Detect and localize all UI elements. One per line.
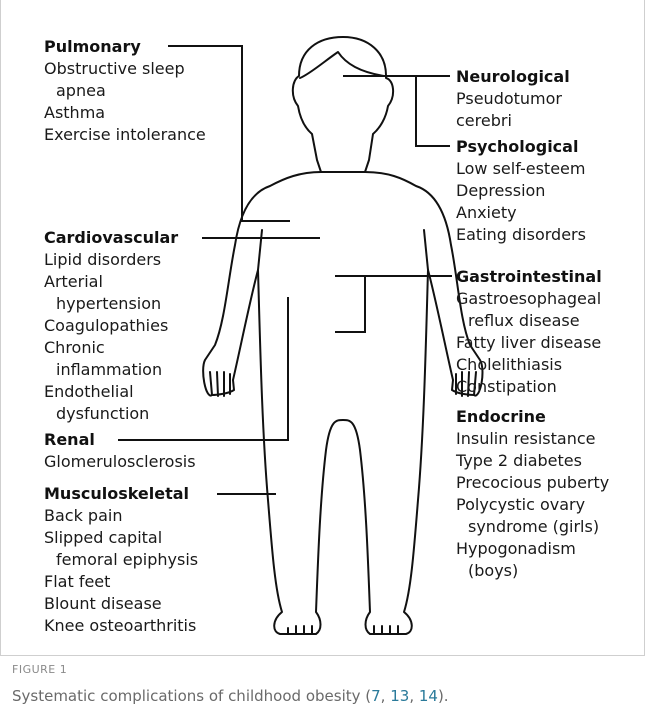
renal-heading: Renal [44, 429, 196, 451]
gastrointestinal-heading: Gastrointestinal [456, 266, 602, 288]
musculoskeletal-group: Musculoskeletal Back pain Slipped capita… [44, 483, 198, 637]
renal-item: Glomerulosclerosis [44, 451, 196, 473]
neurological-group: Neurological Pseudotumor cerebri [456, 66, 570, 132]
cardiovascular-item: dysfunction [44, 403, 178, 425]
caption-text-start: Systematic complications of childhood ob… [12, 687, 371, 705]
endocrine-item: syndrome (girls) [456, 516, 609, 538]
endocrine-group: Endocrine Insulin resistance Type 2 diab… [456, 406, 609, 582]
left-leg-outline [258, 270, 343, 634]
gastrointestinal-item: Constipation [456, 376, 602, 398]
neurological-heading: Neurological [456, 66, 570, 88]
pulmonary-item: Obstructive sleep [44, 58, 206, 80]
pulmonary-item: Asthma [44, 102, 206, 124]
left-inner-arm [258, 230, 262, 270]
gastrointestinal-item: Cholelithiasis [456, 354, 602, 376]
renal-group: Renal Glomerulosclerosis [44, 429, 196, 473]
neurological-item: cerebri [456, 110, 570, 132]
gastrointestinal-item: Gastroesophageal [456, 288, 602, 310]
right-leg-outline [343, 270, 428, 634]
psychological-connector [416, 76, 450, 146]
caption-separator: , [409, 687, 419, 705]
cardiovascular-item: Coagulopathies [44, 315, 178, 337]
musculoskeletal-heading: Musculoskeletal [44, 483, 198, 505]
cardiovascular-item: Endothelial [44, 381, 178, 403]
musculoskeletal-item: Flat feet [44, 571, 198, 593]
neurological-item: Pseudotumor [456, 88, 570, 110]
musculoskeletal-item: Back pain [44, 505, 198, 527]
hair-line [300, 52, 384, 78]
endocrine-item: Insulin resistance [456, 428, 609, 450]
endocrine-item: Polycystic ovary [456, 494, 609, 516]
pulmonary-group: Pulmonary Obstructive sleep apnea Asthma… [44, 36, 206, 146]
cardiovascular-item: Chronic [44, 337, 178, 359]
caption-text-end: ). [438, 687, 449, 705]
gastrointestinal-branch [335, 276, 365, 332]
endocrine-item: Type 2 diabetes [456, 450, 609, 472]
pulmonary-item: Exercise intolerance [44, 124, 206, 146]
cardiovascular-heading: Cardiovascular [44, 227, 178, 249]
endocrine-heading: Endocrine [456, 406, 609, 428]
musculoskeletal-item: femoral epiphysis [44, 549, 198, 571]
reference-link[interactable]: 14 [419, 687, 438, 705]
endocrine-item: Hypogonadism [456, 538, 609, 560]
endocrine-item: Precocious puberty [456, 472, 609, 494]
psychological-group: Psychological Low self-esteem Depression… [456, 136, 586, 246]
gastrointestinal-group: Gastrointestinal Gastroesophageal reflux… [456, 266, 602, 398]
pulmonary-heading: Pulmonary [44, 36, 206, 58]
caption-separator: , [381, 687, 391, 705]
cardiovascular-item: Arterial [44, 271, 178, 293]
right-foot-toes [374, 626, 398, 634]
psychological-item: Depression [456, 180, 586, 202]
cardiovascular-item: Lipid disorders [44, 249, 178, 271]
pulmonary-item: apnea [44, 80, 206, 102]
left-foot-toes [288, 626, 312, 634]
reference-link[interactable]: 13 [390, 687, 409, 705]
psychological-item: Anxiety [456, 202, 586, 224]
gastrointestinal-item: reflux disease [456, 310, 602, 332]
psychological-item: Low self-esteem [456, 158, 586, 180]
figure-caption: Systematic complications of childhood ob… [12, 687, 449, 705]
cardiovascular-item: hypertension [44, 293, 178, 315]
reference-link[interactable]: 7 [371, 687, 381, 705]
endocrine-item: (boys) [456, 560, 609, 582]
cardiovascular-item: inflammation [44, 359, 178, 381]
musculoskeletal-item: Knee osteoarthritis [44, 615, 198, 637]
psychological-item: Eating disorders [456, 224, 586, 246]
cardiovascular-group: Cardiovascular Lipid disorders Arterial … [44, 227, 178, 425]
musculoskeletal-item: Blount disease [44, 593, 198, 615]
right-inner-arm [424, 230, 428, 270]
gastrointestinal-item: Fatty liver disease [456, 332, 602, 354]
psychological-heading: Psychological [456, 136, 586, 158]
body-outline [203, 37, 482, 634]
musculoskeletal-item: Slipped capital [44, 527, 198, 549]
left-side-outline [203, 172, 321, 396]
figure-label: FIGURE 1 [12, 663, 67, 676]
